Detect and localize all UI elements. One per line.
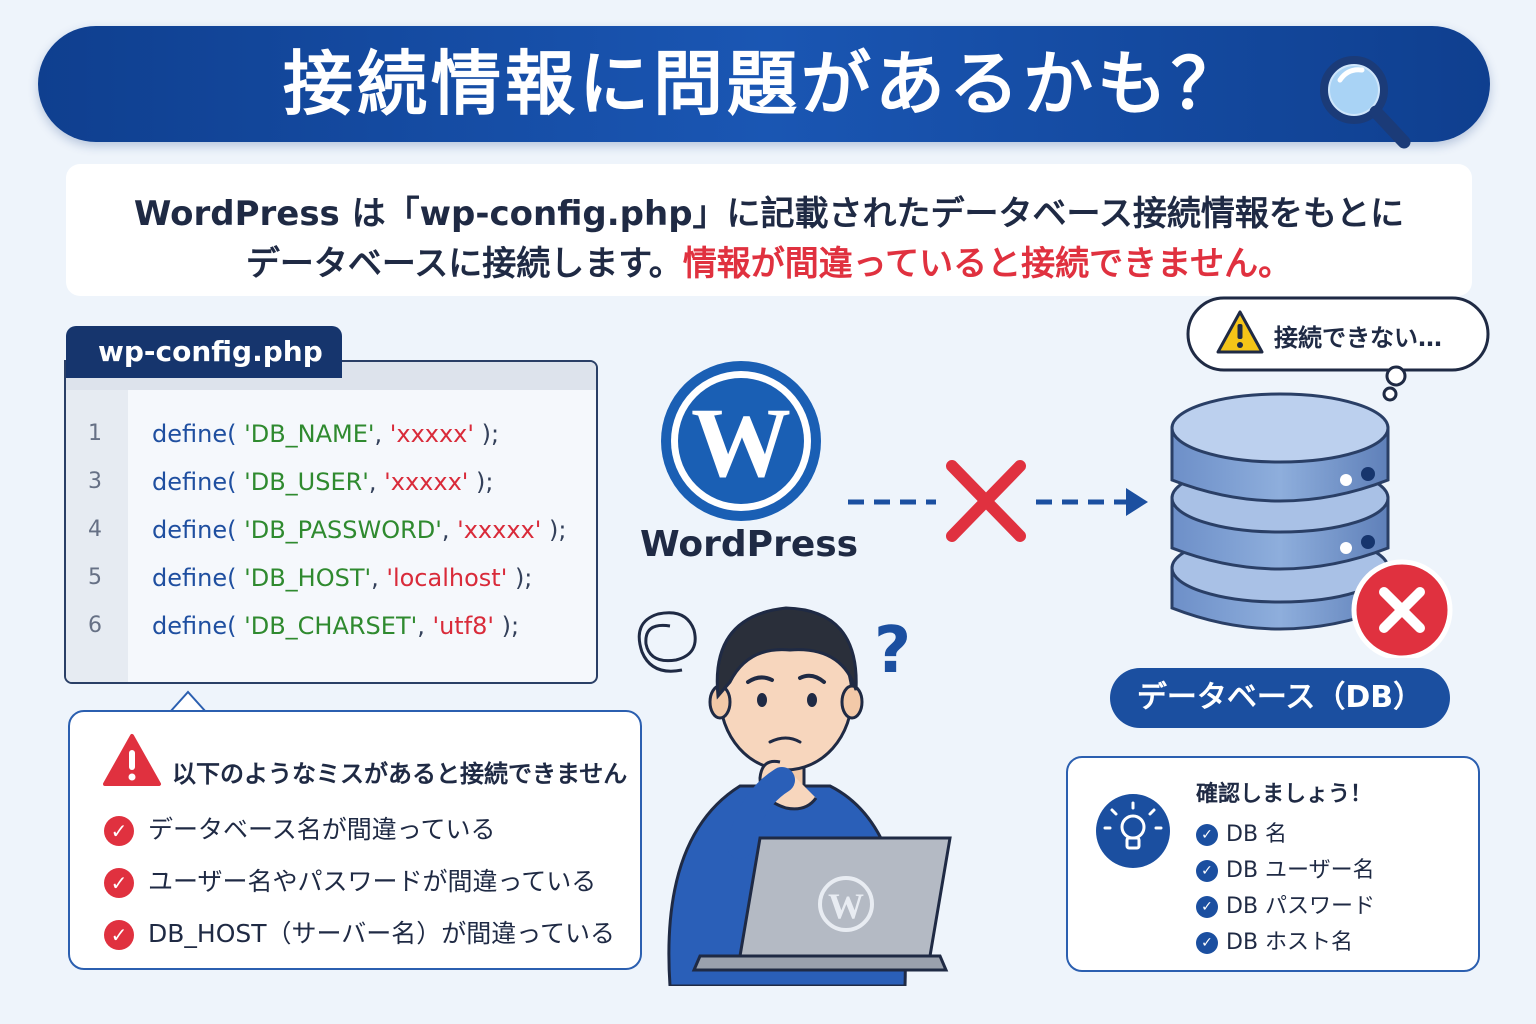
code-value: 'xxxxx' xyxy=(384,468,469,496)
wordpress-label: WordPress xyxy=(640,524,859,565)
check-icon: ✓ xyxy=(1196,896,1218,918)
lightbulb-icon xyxy=(1103,801,1163,850)
code-end: ); xyxy=(501,612,520,640)
code-value: 'localhost' xyxy=(386,564,508,592)
cross-icon xyxy=(946,460,1026,542)
line-number: 5 xyxy=(88,565,102,590)
magnifier-icon xyxy=(1320,56,1411,149)
warning-item-text: ユーザー名やパスワードが間違っている xyxy=(148,867,597,896)
warning-item-text: データベース名が間違っている xyxy=(148,815,496,844)
intro-line-1: WordPress は「wp-config.php」に記載されたデータベース接続… xyxy=(133,194,1405,234)
warning-item: ✓ DB_HOST（サーバー名）が間違っている xyxy=(104,914,615,950)
wordpress-logo-icon: W xyxy=(661,361,821,521)
line-number: 1 xyxy=(88,421,102,446)
svg-text:W: W xyxy=(828,886,864,926)
code-function: define( xyxy=(152,564,237,592)
checklist-item-text: DB パスワード xyxy=(1226,894,1376,919)
checklist-item: ✓ DB パスワード xyxy=(1196,888,1375,920)
code-key: 'DB_USER' xyxy=(244,468,369,496)
warning-icon xyxy=(1216,310,1264,354)
check-icon: ✓ xyxy=(104,868,134,898)
title-banner: 接続情報に問題があるかも？ xyxy=(38,26,1490,149)
code-text: define( 'DB_CHARSET', 'utf8' ); xyxy=(152,612,520,640)
checklist-item-text: DB ユーザー名 xyxy=(1226,858,1375,883)
code-end: ); xyxy=(476,468,494,496)
question-mark-icon: ? xyxy=(874,614,911,688)
check-icon: ✓ xyxy=(104,920,134,950)
check-icon: ✓ xyxy=(1196,824,1218,846)
code-key: 'DB_NAME' xyxy=(244,420,375,448)
code-function: define( xyxy=(152,516,237,544)
code-function: define( xyxy=(152,468,237,496)
code-key: 'DB_CHARSET' xyxy=(244,612,418,640)
bubble-text: 接続できない… xyxy=(1274,324,1442,352)
checklist-item-text: DB 名 xyxy=(1226,822,1288,847)
warning-item: ✓ データベース名が間違っている xyxy=(104,810,496,846)
code-end: ); xyxy=(514,564,533,592)
checklist-item: ✓ DB ホスト名 xyxy=(1196,924,1353,956)
check-icon: ✓ xyxy=(1196,932,1218,954)
line-number: 6 xyxy=(88,613,102,638)
database-icon xyxy=(1170,392,1453,658)
checklist-item: ✓ DB 名 xyxy=(1196,816,1287,848)
code-panel: 1 define( 'DB_NAME', 'xxxxx' ); 3 define( '… xyxy=(64,360,598,684)
code-value: 'utf8' xyxy=(432,612,495,640)
page-title: 接続情報に問題があるかも？ xyxy=(283,43,1245,125)
code-function: define( xyxy=(152,420,237,448)
lightbulb-badge xyxy=(1096,794,1170,868)
code-text: define( 'DB_USER', 'xxxxx' ); xyxy=(152,468,494,496)
confused-swirl-icon xyxy=(637,611,697,673)
check-icon: ✓ xyxy=(104,816,134,846)
code-gutter xyxy=(66,390,128,682)
code-end: ); xyxy=(548,516,567,544)
intro-line-2-highlight: 情報が間違っていると接続できません。 xyxy=(682,244,1293,284)
warning-icon xyxy=(103,734,161,786)
checklist-item: ✓ DB ユーザー名 xyxy=(1196,852,1375,884)
code-value: 'xxxxx' xyxy=(457,516,542,544)
code-key: 'DB_PASSWORD' xyxy=(244,516,442,544)
line-number: 3 xyxy=(88,469,102,494)
warning-title: 以下のようなミスがあると接続できません xyxy=(172,760,628,788)
database-label: データベース（DB） xyxy=(1110,668,1450,728)
connection-failed-arrow xyxy=(848,460,1148,542)
code-end: ); xyxy=(481,420,500,448)
intro-line-2-normal: データベースに接続します。 xyxy=(245,244,683,284)
code-key: 'DB_HOST' xyxy=(244,564,372,592)
check-icon: ✓ xyxy=(1196,860,1218,882)
speech-bubble xyxy=(1186,296,1490,402)
checklist-item-text: DB ホスト名 xyxy=(1226,930,1354,955)
warning-item-text: DB_HOST（サーバー名）が間違っている xyxy=(148,919,616,948)
code-text: define( 'DB_HOST', 'localhost' ); xyxy=(152,564,533,592)
intro-line-2: データベースに接続します。情報が間違っていると接続できません。 xyxy=(66,236,1472,285)
code-filename-tab: wp-config.php xyxy=(66,326,342,378)
svg-text:W: W xyxy=(691,387,791,498)
checklist-title: 確認しましょう！ xyxy=(1196,782,1373,807)
intro-box: WordPress は「wp-config.php」に記載されたデータベース接続… xyxy=(66,164,1472,296)
checklist-box: 確認しましょう！ ✓ DB 名 ✓ DB ユーザー名 ✓ DB パスワード ✓ DB ホスト名 xyxy=(1066,756,1480,972)
code-value: 'xxxxx' xyxy=(389,420,474,448)
code-text: define( 'DB_PASSWORD', 'xxxxx' ); xyxy=(152,516,567,544)
error-badge-icon xyxy=(1351,559,1453,658)
line-number: 4 xyxy=(88,517,102,542)
code-function: define( xyxy=(152,612,237,640)
code-text: define( 'DB_NAME', 'xxxxx' ); xyxy=(152,420,500,448)
warning-item: ✓ ユーザー名やパスワードが間違っている xyxy=(104,862,596,898)
confused-person-illustration: ? W xyxy=(637,606,952,986)
warning-box: 以下のようなミスがあると接続できません ✓ データベース名が間違っている ✓ ユーザー… xyxy=(68,710,642,970)
